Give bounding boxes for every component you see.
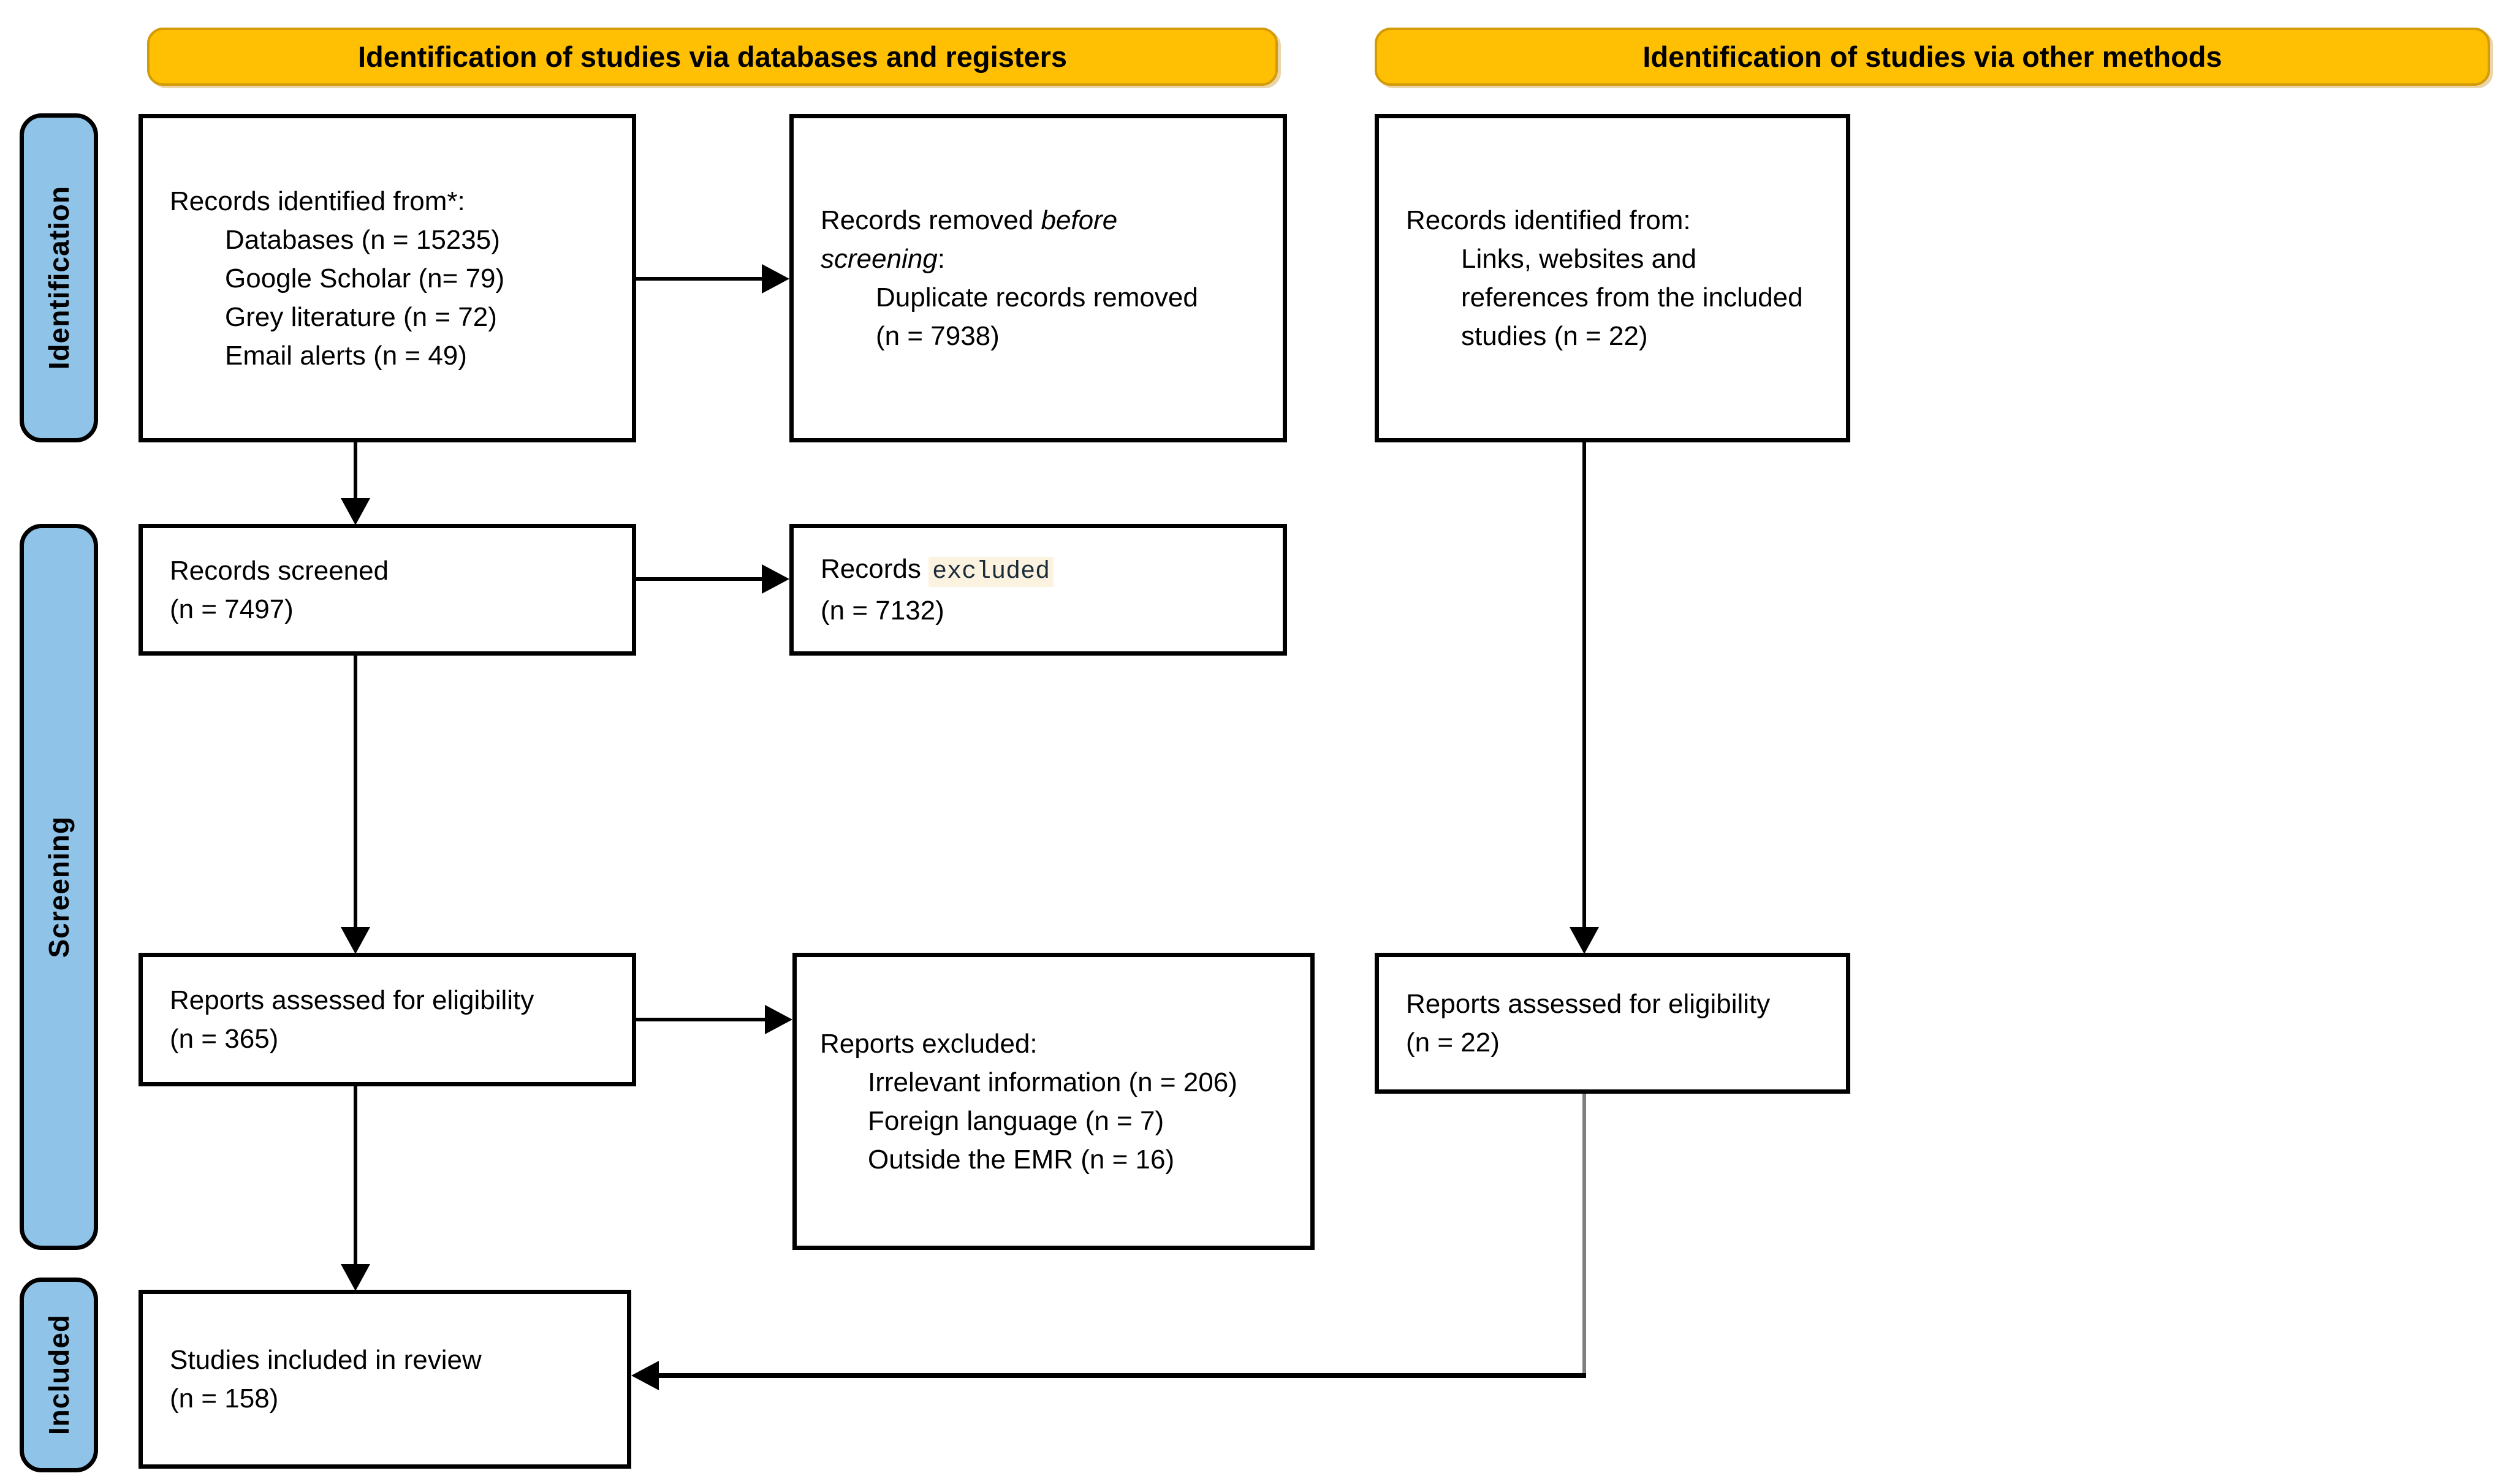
stage-label-included: Included bbox=[43, 1314, 75, 1436]
box-records-removed-before-screening: Records removed before screening: Duplic… bbox=[789, 114, 1287, 442]
text-line: Records screened bbox=[170, 555, 389, 586]
text-fragment: Records removed bbox=[821, 205, 1041, 235]
text-line: (n = 7497) bbox=[170, 594, 294, 624]
box-records-screened: Records screened (n = 7497) bbox=[139, 524, 636, 656]
arrowhead-other-assessed-to-included bbox=[631, 1361, 659, 1390]
banner-other-methods: Identification of studies via other meth… bbox=[1375, 28, 2490, 86]
arrowhead-assessed-to-reports-excluded bbox=[765, 1005, 792, 1034]
text-fragment: Records bbox=[821, 554, 929, 584]
stage-label-identification: Identification bbox=[43, 186, 75, 370]
text-line: Links, websites and bbox=[1461, 244, 1696, 274]
box-studies-included: Studies included in review (n = 158) bbox=[139, 1290, 631, 1469]
box-records-identified-other: Records identified from: Links, websites… bbox=[1375, 114, 1850, 442]
banner-databases-registers: Identification of studies via databases … bbox=[147, 28, 1278, 86]
arrowhead-assessed-to-included bbox=[341, 1264, 370, 1291]
text-fragment: : bbox=[937, 244, 946, 274]
text-line: Records excluded bbox=[821, 550, 1270, 591]
text-line: Email alerts (n = 49) bbox=[225, 340, 467, 371]
arrowhead-screened-to-assessed bbox=[341, 927, 370, 954]
text-line: studies (n = 22) bbox=[1461, 321, 1648, 351]
text-line: Duplicate records removed bbox=[876, 282, 1198, 312]
text-line: (n = 7132) bbox=[821, 596, 944, 626]
box-reports-assessed-databases: Reports assessed for eligibility (n = 36… bbox=[139, 953, 636, 1086]
banner-other-methods-label: Identification of studies via other meth… bbox=[1642, 40, 2222, 73]
box-reports-assessed-other: Reports assessed for eligibility (n = 22… bbox=[1375, 953, 1850, 1094]
text-line: Reports excluded: bbox=[820, 1028, 1038, 1059]
text-line: Irrelevant information (n = 206) bbox=[868, 1067, 1237, 1097]
text-fragment-mono: excluded bbox=[929, 557, 1054, 587]
arrowhead-identified-to-removed bbox=[762, 264, 789, 293]
text-line: (n = 158) bbox=[170, 1384, 279, 1414]
text-line: (n = 7938) bbox=[876, 321, 1000, 351]
text-line: Reports assessed for eligibility bbox=[170, 985, 534, 1015]
stage-pill-screening: Screening bbox=[20, 524, 98, 1250]
box-records-identified-databases: Records identified from*: Databases (n =… bbox=[139, 114, 636, 442]
text-line: references from the included bbox=[1461, 282, 1803, 312]
banner-databases-registers-label: Identification of studies via databases … bbox=[357, 40, 1068, 73]
stage-label-screening: Screening bbox=[43, 816, 75, 958]
text-line: Grey literature (n = 72) bbox=[225, 301, 497, 332]
stage-pill-included: Included bbox=[20, 1278, 98, 1472]
arrowhead-identified-to-screened bbox=[341, 498, 370, 525]
text-line: Reports assessed for eligibility bbox=[1406, 989, 1771, 1019]
text-line: Databases (n = 15235) bbox=[225, 224, 500, 255]
text-fragment-italic: screening bbox=[821, 244, 938, 274]
arrowhead-other-identified-to-assessed bbox=[1570, 927, 1599, 954]
stage-pill-identification: Identification bbox=[20, 113, 98, 442]
box-reports-excluded: Reports excluded: Irrelevant information… bbox=[792, 953, 1315, 1250]
text-line: (n = 365) bbox=[170, 1024, 279, 1054]
text-fragment-italic: before bbox=[1041, 205, 1118, 235]
text-line: Records identified from: bbox=[1406, 205, 1691, 235]
box-records-excluded: Records excluded (n = 7132) bbox=[789, 524, 1287, 656]
text-line: Google Scholar (n= 79) bbox=[225, 263, 505, 293]
text-line: Foreign language (n = 7) bbox=[868, 1105, 1164, 1136]
text-line: Studies included in review bbox=[170, 1345, 482, 1375]
arrowhead-screened-to-excluded bbox=[762, 564, 789, 594]
text-line: Records identified from*: bbox=[170, 186, 465, 216]
text-line: Outside the EMR (n = 16) bbox=[868, 1144, 1175, 1175]
text-line: screening: bbox=[821, 240, 1270, 278]
text-line: (n = 22) bbox=[1406, 1028, 1500, 1058]
text-line: Records removed before bbox=[821, 201, 1270, 240]
